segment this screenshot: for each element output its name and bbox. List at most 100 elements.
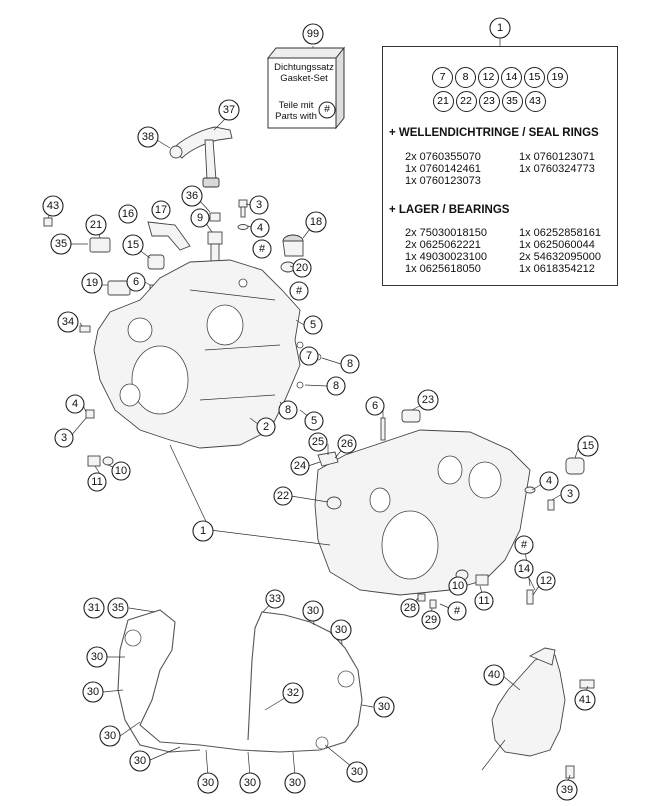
callout-15-right: 15 [577, 435, 599, 457]
bracket-part [147, 221, 191, 251]
callout-label: 19 [86, 277, 98, 289]
callout-4-right: 4 [539, 471, 559, 491]
callout-label: 11 [478, 595, 489, 607]
callout-11-right: 11 [474, 591, 494, 611]
kit-line-2: Gasket-Set [280, 73, 328, 84]
callout-label: # [454, 605, 461, 617]
callout-label: 30 [378, 701, 390, 713]
screw-part [237, 199, 249, 230]
fitting-part [207, 212, 223, 267]
callout-hash-c: # [514, 535, 534, 555]
callout-35-left: 35 [50, 233, 72, 255]
callout-label: 15 [582, 440, 594, 452]
callout-1-center: 1 [192, 520, 214, 542]
callout-label: 10 [115, 465, 127, 477]
callout-label: 18 [310, 216, 322, 228]
callout-43: 43 [42, 195, 64, 217]
callout-10-right: 10 [448, 576, 468, 596]
bearing-part-number: 2x 0625062221 [405, 239, 481, 251]
callout-label: 21 [90, 219, 102, 231]
callout-10-left: 10 [111, 461, 131, 481]
right-crankcase-half [314, 409, 531, 596]
seal-part-number: 1x 0760123073 [405, 175, 481, 187]
callout-31: 31 [83, 597, 105, 619]
callout-8-a: 8 [340, 354, 360, 374]
callout-5-lower: 5 [304, 411, 324, 431]
callout-34: 34 [57, 311, 79, 333]
part-circle: 12 [478, 67, 499, 88]
callout-40: 40 [483, 664, 505, 686]
callout-11-left: 11 [87, 472, 107, 492]
bearing-part-number: 2x 75030018150 [405, 227, 487, 239]
callout-3-top: 3 [249, 195, 269, 215]
callout-2: 2 [256, 417, 276, 437]
callout-label: 30 [91, 651, 103, 663]
callout-16: 16 [118, 204, 138, 224]
callout-label: 32 [287, 687, 299, 699]
callout-30-h: 30 [197, 772, 219, 794]
callout-30-j: 30 [284, 772, 306, 794]
callout-35-gasket: 35 [107, 597, 129, 619]
callout-6-left: 6 [126, 272, 146, 292]
callout-label: 4 [546, 475, 552, 487]
callout-20: 20 [292, 258, 312, 278]
callout-label: 30 [351, 766, 363, 778]
callout-38: 38 [137, 126, 159, 148]
callout-label: 4 [257, 222, 263, 234]
left-bolts [85, 341, 322, 467]
callout-36: 36 [181, 185, 203, 207]
callout-30-b: 30 [330, 619, 352, 641]
callout-label: 20 [296, 262, 308, 274]
seal-rings-title: + WELLENDICHTRINGE / SEAL RINGS [389, 127, 599, 139]
callout-30-c: 30 [86, 646, 108, 668]
callout-label: 39 [561, 784, 573, 796]
callout-label: 2 [263, 421, 269, 433]
callout-hash-a: # [252, 239, 272, 259]
callout-3-right: 3 [560, 484, 580, 504]
bearing-part-number: 1x 06252858161 [519, 227, 601, 239]
callout-4-top: 4 [250, 218, 270, 238]
callout-label: 6 [372, 400, 378, 412]
callout-15-left: 15 [122, 234, 144, 256]
callout-label: 23 [422, 394, 434, 406]
callout-label: 10 [452, 580, 464, 592]
seal-part-number: 1x 0760324773 [519, 163, 595, 175]
callout-label: 38 [142, 131, 154, 143]
part-circle: 43 [524, 91, 546, 112]
callout-label: 30 [307, 605, 319, 617]
callout-30-f: 30 [99, 725, 121, 747]
callout-22: 22 [273, 486, 293, 506]
callout-label: 15 [127, 239, 139, 251]
callout-label: 35 [112, 602, 124, 614]
callout-label: # [259, 243, 266, 255]
callout-label: 30 [104, 730, 116, 742]
callout-label: 30 [335, 624, 347, 636]
callout-label: 43 [47, 200, 59, 212]
callout-14: 14 [514, 559, 534, 579]
callout-12: 12 [536, 571, 556, 591]
callout-label: 4 [72, 398, 78, 410]
callout-18: 18 [305, 211, 327, 233]
bearing-part-number: 2x 54632095000 [519, 251, 601, 263]
bearing-part-number: 1x 0625060044 [519, 239, 595, 251]
callout-label: 6 [133, 276, 139, 288]
callout-24: 24 [290, 456, 310, 476]
kit-badge: # [324, 103, 330, 115]
callout-8-b: 8 [326, 376, 346, 396]
callout-30-k: 30 [346, 761, 368, 783]
callout-label: 22 [277, 490, 289, 502]
callout-23: 23 [417, 389, 439, 411]
callout-25: 25 [308, 432, 328, 452]
callout-label: # [521, 539, 528, 551]
callout-label: 8 [333, 380, 339, 392]
callout-label: 40 [488, 669, 500, 681]
bearing-part-number: 1x 0625618050 [405, 263, 481, 275]
part-circle: 22 [455, 91, 477, 112]
callout-label: 3 [256, 199, 262, 211]
callout-label: 11 [91, 476, 102, 488]
callout-label: 8 [347, 358, 353, 370]
callout-label: 31 [88, 602, 100, 614]
